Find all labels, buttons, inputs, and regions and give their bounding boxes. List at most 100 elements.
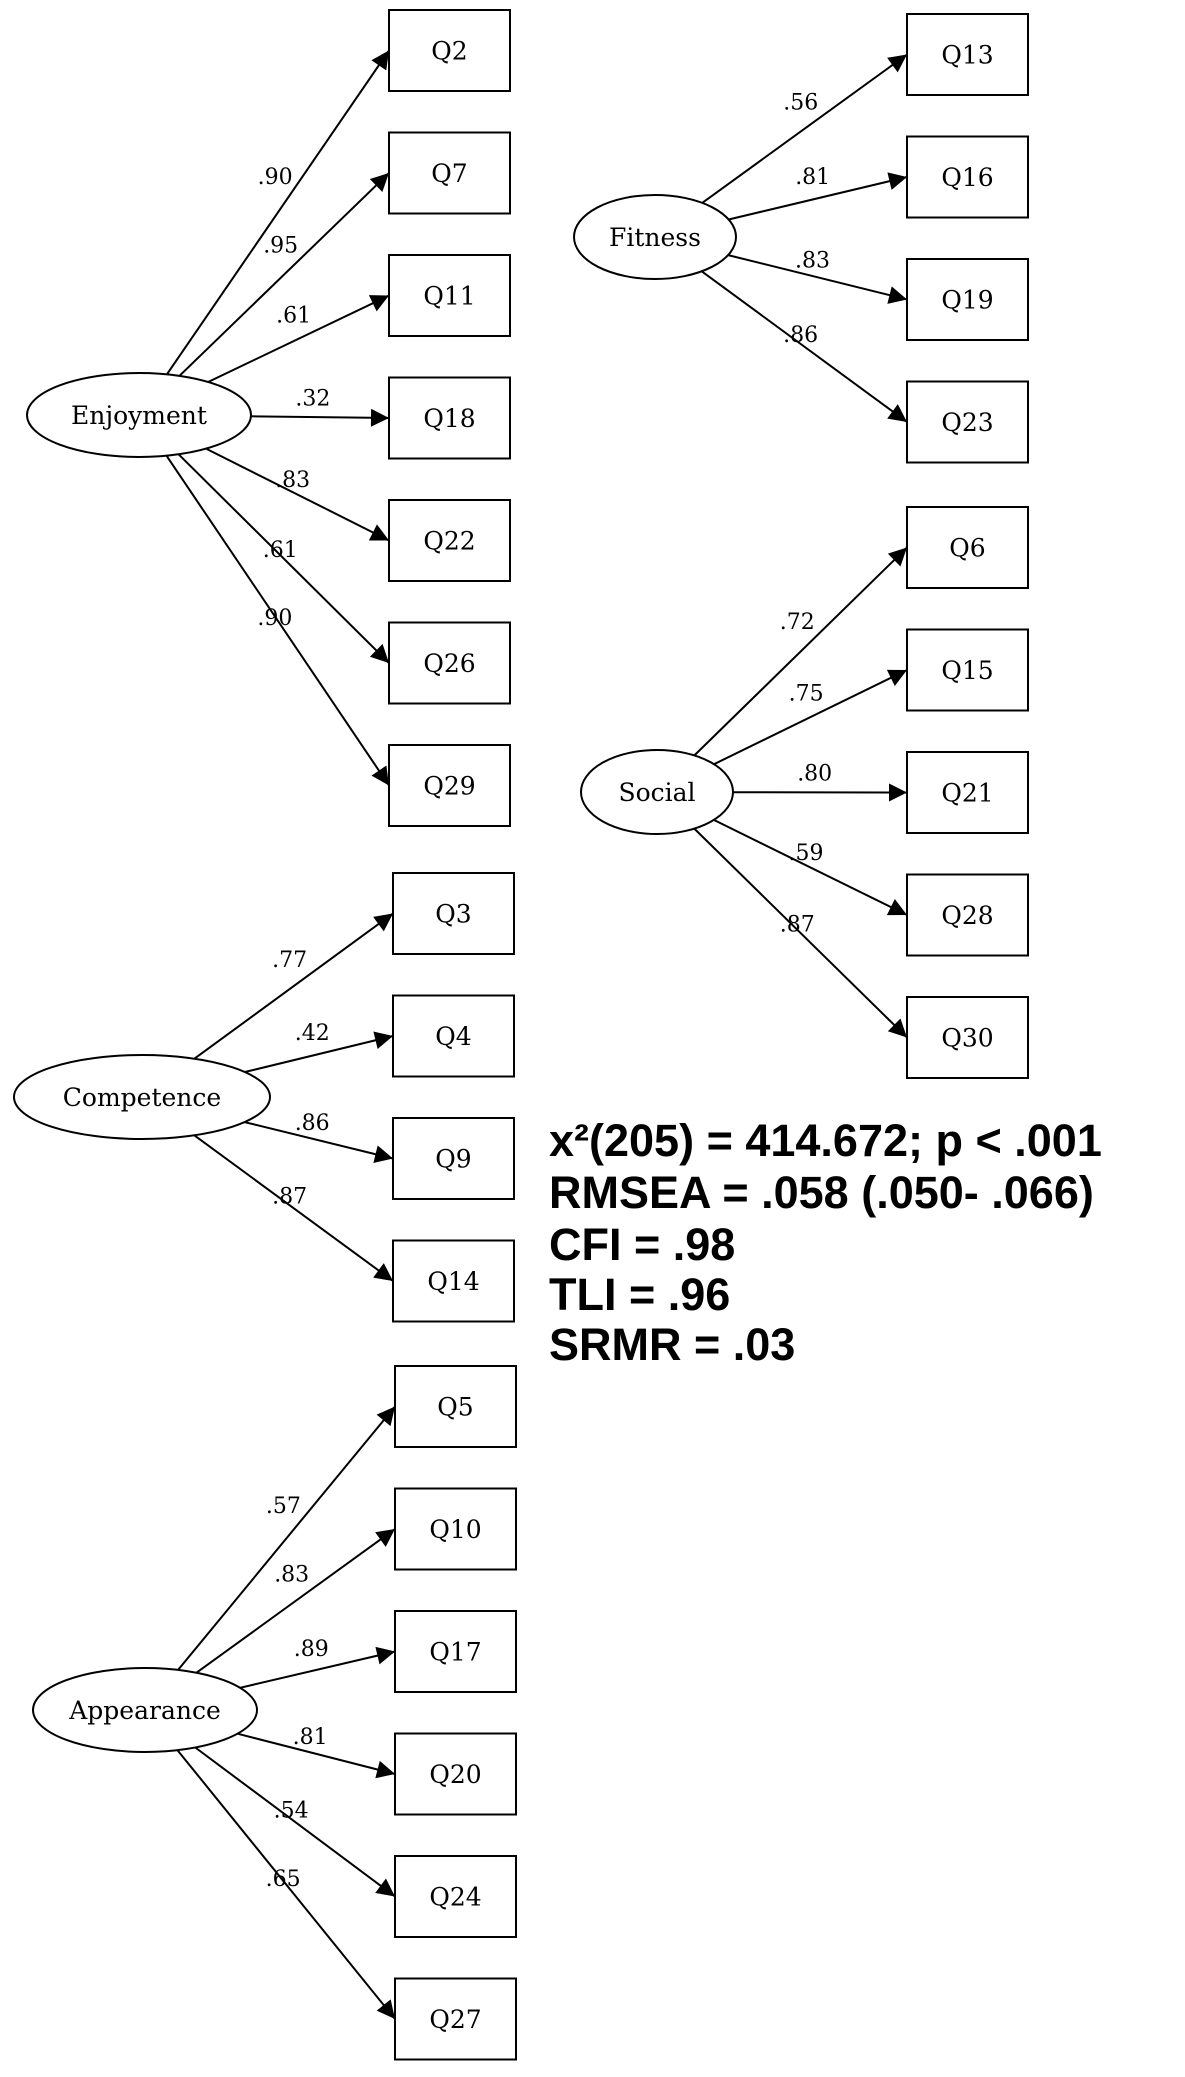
loading-arrow xyxy=(165,455,390,787)
loading-arrow xyxy=(713,819,908,916)
indicator-label: Q2 xyxy=(431,37,467,66)
indicator-box xyxy=(394,1487,517,1571)
loading-value: .72 xyxy=(780,610,815,635)
loading-value: .42 xyxy=(295,1021,330,1046)
indicator-node: Q29 xyxy=(388,744,511,827)
indicator-node: Q16 xyxy=(906,135,1029,219)
fit-statistics: x²(205) = 414.672; p < .001 RMSEA = .058… xyxy=(549,1115,1102,1370)
loading-value: .61 xyxy=(276,303,311,328)
indicator-box xyxy=(906,628,1029,712)
indicator-label: Q21 xyxy=(941,779,993,808)
indicator-box xyxy=(906,506,1029,589)
loading-value: .56 xyxy=(783,90,818,115)
indicator-node: Q5 xyxy=(394,1365,517,1448)
indicator-label: Q6 xyxy=(949,534,985,563)
loading-value: .61 xyxy=(263,538,298,563)
loading-arrow xyxy=(727,254,908,304)
indicator-label: Q18 xyxy=(423,404,475,433)
fit-chi-square: x²(205) = 414.672; p < .001 xyxy=(549,1115,1102,1166)
indicator-box xyxy=(388,254,511,337)
indicator-node: Q21 xyxy=(906,751,1029,834)
factor-node-enjoyment: Enjoyment xyxy=(26,372,252,458)
loading-value: .81 xyxy=(795,165,830,190)
loading-value: .87 xyxy=(780,913,815,938)
factor-label: Appearance xyxy=(68,1696,221,1725)
indicator-box xyxy=(906,996,1029,1079)
indicator-box xyxy=(394,1855,517,1938)
loading-arrow xyxy=(177,1405,396,1671)
indicator-box xyxy=(392,994,515,1078)
fit-tli: TLI = .96 xyxy=(549,1269,730,1320)
loading-arrow xyxy=(166,49,390,375)
loading-arrow xyxy=(701,270,908,423)
indicator-label: Q11 xyxy=(423,282,475,311)
factor-label: Fitness xyxy=(609,223,701,252)
loading-value: .81 xyxy=(293,1725,328,1750)
loading-arrow xyxy=(693,546,908,757)
loading-value: .57 xyxy=(266,1494,301,1519)
indicator-label: Q9 xyxy=(435,1145,471,1174)
indicator-box xyxy=(392,1117,515,1200)
indicator-label: Q28 xyxy=(941,901,993,930)
indicator-node: Q14 xyxy=(392,1239,515,1323)
loading-value: .90 xyxy=(258,165,293,190)
loading-arrow xyxy=(176,1749,396,2020)
loading-arrow xyxy=(701,53,908,204)
indicator-node: Q28 xyxy=(906,873,1029,957)
indicator-box xyxy=(906,258,1029,341)
fit-srmr: SRMR = .03 xyxy=(549,1319,795,1370)
indicator-node: Q26 xyxy=(388,621,511,705)
loading-value: .65 xyxy=(266,1867,301,1892)
loading-value: .75 xyxy=(789,681,824,706)
indicator-box xyxy=(394,1610,517,1693)
loading-arrow xyxy=(193,912,394,1060)
indicator-box xyxy=(394,1977,517,2061)
indicator-label: Q30 xyxy=(941,1024,993,1053)
indicator-label: Q13 xyxy=(941,41,993,70)
indicator-label: Q16 xyxy=(941,163,993,192)
loading-value: .89 xyxy=(294,1637,329,1662)
indicator-node: Q10 xyxy=(394,1487,517,1571)
loading-value: .54 xyxy=(274,1799,309,1824)
factor-node-competence: Competence xyxy=(13,1054,271,1140)
loading-value: .95 xyxy=(263,233,298,258)
indicator-node: Q17 xyxy=(394,1610,517,1693)
indicator-node: Q2 xyxy=(388,9,511,92)
loading-arrow xyxy=(239,1646,396,1689)
loading-arrow xyxy=(244,1121,394,1163)
indicator-box xyxy=(388,621,511,705)
indicator-label: Q29 xyxy=(423,772,475,801)
loading-arrow xyxy=(205,447,390,542)
loading-arrow xyxy=(693,827,908,1039)
indicator-label: Q17 xyxy=(429,1638,481,1667)
loading-arrow xyxy=(244,1031,394,1073)
indicator-box xyxy=(388,9,511,92)
loading-value: .86 xyxy=(783,323,818,348)
loading-arrow xyxy=(250,408,390,427)
indicator-box xyxy=(906,380,1029,464)
diagram-nodes: Q2Q7Q11Q18Q22Q26Q29EnjoymentQ13Q16Q19Q23… xyxy=(13,9,1029,2061)
indicator-node: Q9 xyxy=(392,1117,515,1200)
loading-arrow xyxy=(194,1746,396,1898)
indicator-node: Q6 xyxy=(906,506,1029,589)
loading-arrow xyxy=(207,294,390,383)
factor-node-appearance: Appearance xyxy=(32,1667,258,1753)
indicator-box xyxy=(388,131,511,215)
factor-label: Social xyxy=(618,778,695,807)
indicator-label: Q3 xyxy=(435,900,471,929)
indicator-node: Q11 xyxy=(388,254,511,337)
factor-node-social: Social xyxy=(580,749,734,835)
indicator-node: Q3 xyxy=(392,872,515,955)
indicator-box xyxy=(906,873,1029,957)
indicator-label: Q4 xyxy=(435,1022,471,1051)
indicator-box xyxy=(388,499,511,582)
loading-arrow xyxy=(728,172,908,221)
loading-value: .32 xyxy=(295,386,330,411)
indicator-label: Q27 xyxy=(429,2005,481,2034)
indicator-box xyxy=(906,135,1029,219)
fit-cfi: CFI = .98 xyxy=(549,1219,735,1270)
indicator-label: Q24 xyxy=(429,1883,481,1912)
fit-rmsea: RMSEA = .058 (.050- .066) xyxy=(549,1167,1094,1218)
factor-ellipse xyxy=(26,372,252,458)
